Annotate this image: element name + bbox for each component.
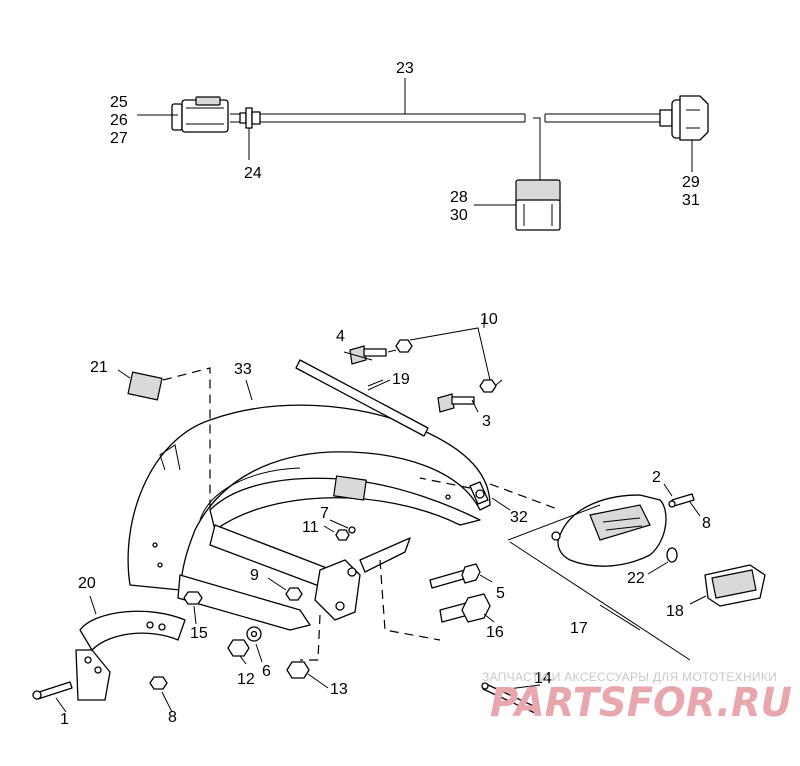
label-29: 29 [682,174,700,191]
lens-18 [689,564,766,607]
label-3: 3 [482,413,491,430]
label-10: 10 [480,311,498,328]
label-11: 11 [302,519,319,536]
label-16: 16 [486,624,504,641]
mounting-bracket [75,610,186,701]
label-22: 22 [627,570,645,587]
label-24: 24 [244,165,262,182]
fender-reflector [333,475,367,501]
label-8-upper: 8 [702,515,711,532]
screw-1 [32,681,73,700]
connector-right [659,95,709,141]
label-23: 23 [396,60,414,77]
nut-13 [286,661,310,679]
screw-4 [349,339,413,365]
washer-9 [267,577,303,601]
reflector-21 [127,367,211,510]
grommet [239,107,261,129]
clip-32 [419,477,561,511]
label-9: 9 [250,567,259,584]
tip-lamp-housing [507,494,691,661]
label-2: 2 [652,469,661,486]
label-31: 31 [682,192,700,209]
label-18: 18 [666,603,684,620]
nut-15 [183,591,203,605]
label-7: 7 [320,505,329,522]
label-6: 6 [262,663,271,680]
connector-left [171,96,229,133]
label-25: 25 [110,94,128,111]
label-28: 28 [450,189,468,206]
bulb-22 [647,547,678,575]
label-19: 19 [392,371,410,388]
label-21: 21 [90,359,108,376]
washer-7 [348,526,356,534]
watermark: ЗАПЧАСТИ И АКСЕССУАРЫ ДЛЯ МОТОТЕХНИКИ PA… [482,670,792,726]
label-14: 14 [534,670,552,687]
harness-cable-right [545,113,660,123]
nut-12 [227,639,250,657]
label-17: 17 [570,620,588,637]
label-1: 1 [60,711,69,728]
label-15: 15 [190,625,208,642]
front-fender [127,404,491,591]
fender-bracket [177,574,311,631]
label-8-lower: 8 [168,709,177,726]
nut-11 [335,529,350,541]
fender-assembly [127,404,491,631]
screw-3 [437,379,497,413]
connector-branch [515,179,561,231]
label-20: 20 [78,575,96,592]
screw-2 [668,493,695,508]
label-33: 33 [234,361,252,378]
watermark-tagline: ЗАПЧАСТИ И АКСЕССУАРЫ ДЛЯ МОТОТЕХНИКИ [482,670,777,684]
trim-strip [295,359,429,437]
bolt-16 [439,593,495,623]
watermark-brand: PARTSFOR.RU [490,680,792,726]
washer-6 [246,626,262,642]
bolt-5 [429,563,493,589]
label-12: 12 [237,671,255,688]
bolt-14 [481,682,539,714]
label-32: 32 [510,509,528,526]
wiring-harness [137,78,709,231]
part-labels: 23 25 26 27 24 28 30 29 31 10 4 21 33 19… [60,60,711,728]
nut-8 [149,676,168,690]
label-13: 13 [330,681,348,698]
label-4: 4 [336,328,345,345]
label-27: 27 [110,130,128,147]
label-5: 5 [496,585,505,602]
label-30: 30 [450,207,468,224]
harness-branch [533,117,541,180]
harness-cable-left [230,113,525,123]
label-26: 26 [110,112,128,129]
